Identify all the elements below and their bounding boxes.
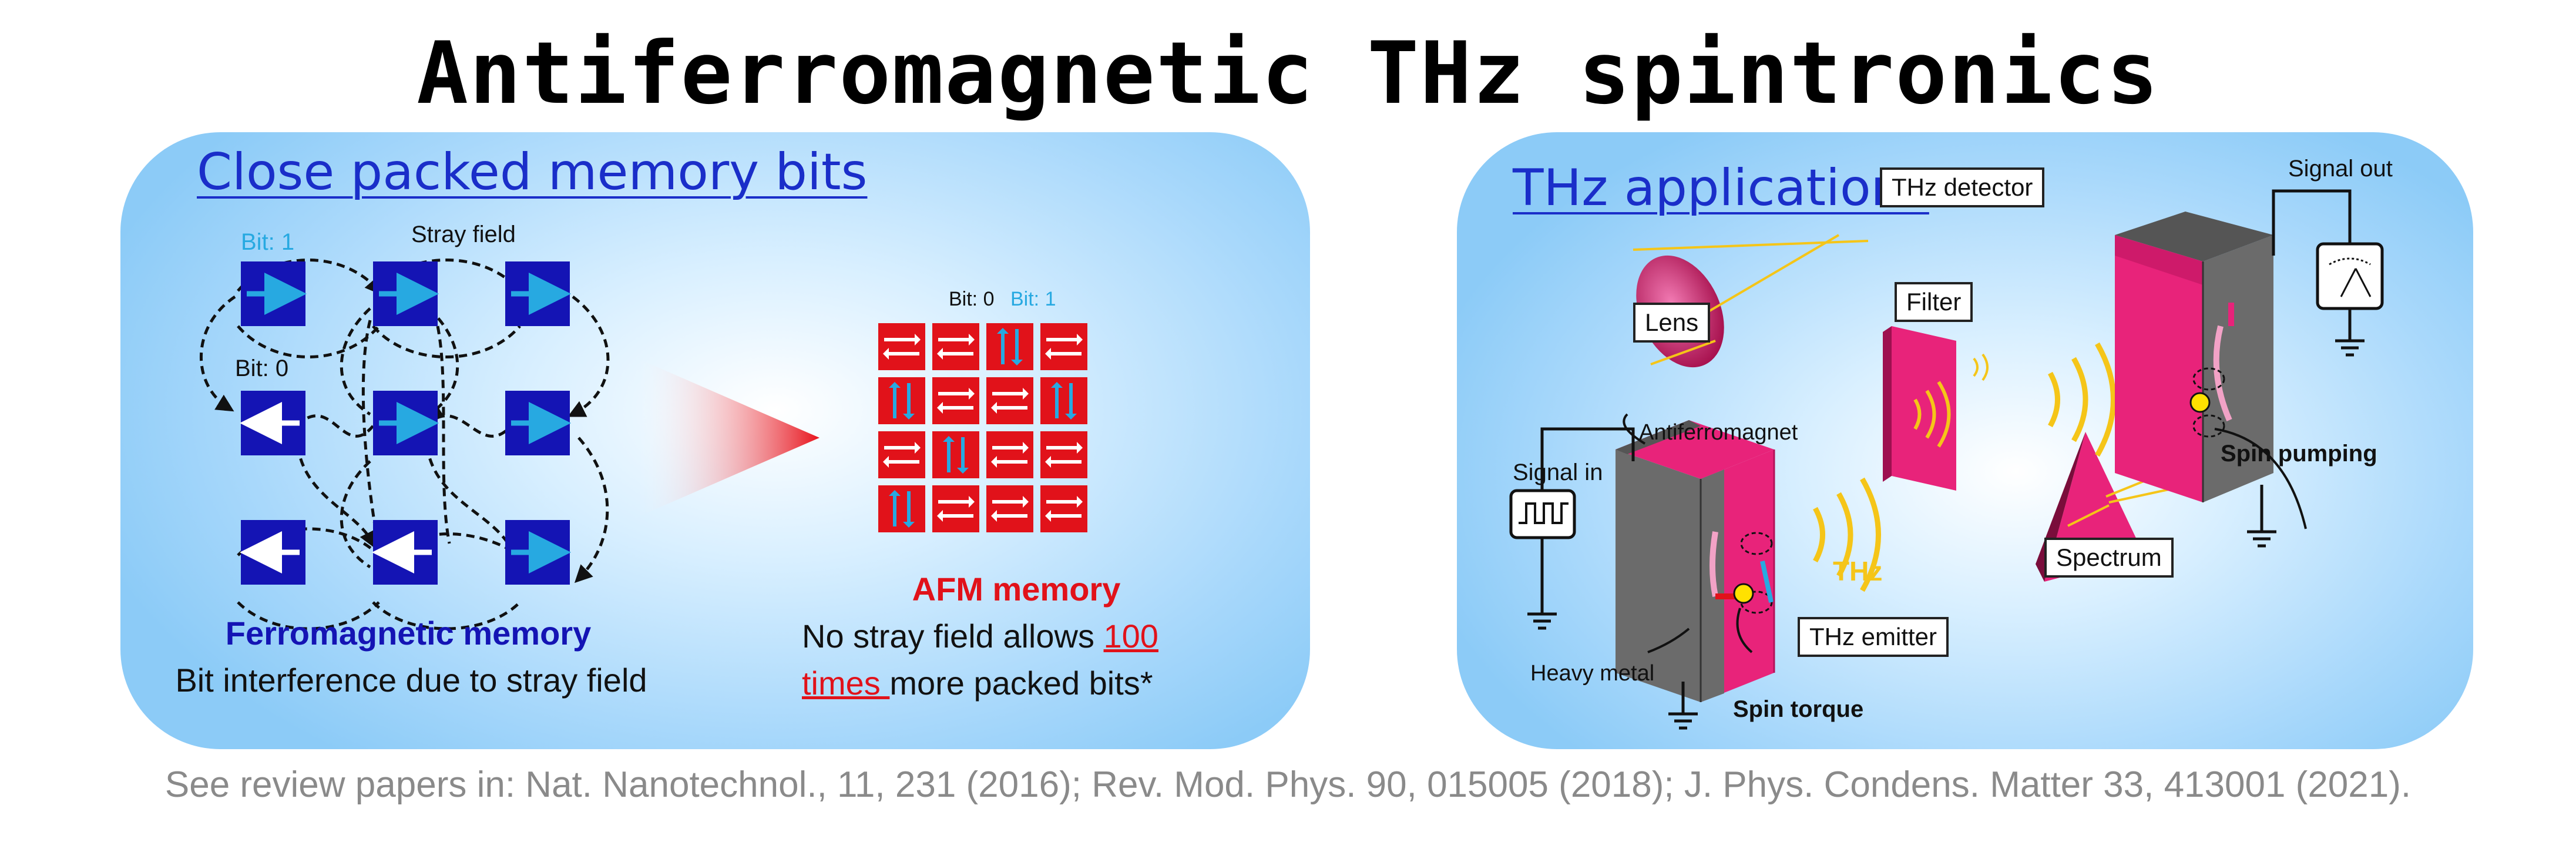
thz-emitter-label: THz emitter — [1798, 617, 1949, 657]
afm-bit-cell — [932, 485, 979, 532]
spin-torque-label: Spin torque — [1733, 696, 1864, 722]
afm-desc-text-2: more packed bits* — [889, 665, 1153, 702]
voltmeter-icon — [2316, 242, 2384, 357]
afm-bit-cell — [986, 485, 1033, 532]
fm-memory-desc: Bit interference due to stray field — [175, 662, 647, 699]
antiferromagnet-label: Antiferromagnet — [1639, 420, 1798, 445]
afm-desc-text: No stray field allows — [802, 618, 1104, 655]
thz-applications-heading: THz applications — [1513, 159, 1929, 217]
afm-bit0-label: Bit: 0 — [949, 288, 995, 310]
pulse-generator-icon — [1509, 489, 1576, 539]
spectrum-label: Spectrum — [2044, 538, 2174, 578]
afm-grid — [878, 323, 1087, 532]
thz-label: THz — [1833, 556, 1883, 586]
thz-detector-label: THz detector — [1880, 167, 2045, 207]
transition-cone — [637, 358, 820, 517]
heavy-metal-label: Heavy metal — [1530, 661, 1655, 686]
thz-waves-emitter — [1813, 477, 1881, 592]
afm-bit-cell — [878, 377, 925, 424]
page-title: Antiferromagnetic THz spintronics — [417, 24, 2159, 123]
bit0-label: Bit: 0 — [235, 355, 289, 381]
afm-memory-desc-line2: times more packed bits* — [802, 664, 1153, 702]
afm-bit-cell — [878, 323, 925, 370]
references-footer: See review papers in: Nat. Nanotechnol.,… — [164, 764, 2412, 805]
memory-diagram — [199, 259, 1087, 630]
afm-bit-cell — [986, 323, 1033, 370]
afm-bit-cell — [986, 377, 1033, 424]
filter-icon — [1883, 326, 1989, 491]
lens-label: Lens — [1633, 303, 1711, 343]
thz-applications-panel: THz applications — [1457, 132, 2473, 749]
afm-bit-cell — [932, 431, 979, 478]
afm-bit-cell — [878, 485, 925, 532]
detector-block — [2115, 189, 2352, 548]
bit1-label: Bit: 1 — [241, 229, 295, 255]
thz-waves-detector — [2048, 342, 2116, 457]
afm-bit-cell — [1040, 485, 1087, 532]
afm-bit-cell — [878, 431, 925, 478]
filter-label: Filter — [1895, 282, 1973, 322]
fm-memory-title: Ferromagnetic memory — [225, 615, 592, 652]
afm-bit-cell — [1040, 377, 1087, 424]
spin-pumping-label: Spin pumping — [2221, 441, 2377, 467]
afm-bit-cell — [1040, 431, 1087, 478]
afm-bit-cell — [932, 323, 979, 370]
afm-desc-highlight-100: 100 — [1103, 618, 1158, 655]
fm-arrows — [240, 273, 571, 573]
memory-panel: Close packed memory bits — [120, 132, 1310, 749]
afm-bit-cell — [986, 431, 1033, 478]
afm-memory-title: AFM memory — [912, 571, 1121, 608]
afm-bit-cell — [932, 377, 979, 424]
afm-bit-cell — [1040, 323, 1087, 370]
signal-in-label: Signal in — [1513, 459, 1603, 485]
afm-bit1-label: Bit: 1 — [1010, 288, 1056, 310]
afm-memory-desc-line1: No stray field allows 100 — [802, 617, 1158, 655]
signal-out-label: Signal out — [2288, 156, 2393, 182]
thz-waves-filter — [1913, 381, 1951, 448]
memory-heading: Close packed memory bits — [197, 143, 868, 202]
emitter-block — [1527, 413, 1775, 730]
thz-diagram — [1509, 189, 2384, 730]
afm-desc-highlight-times: times — [802, 665, 890, 702]
stray-field-label: Stray field — [411, 222, 516, 247]
